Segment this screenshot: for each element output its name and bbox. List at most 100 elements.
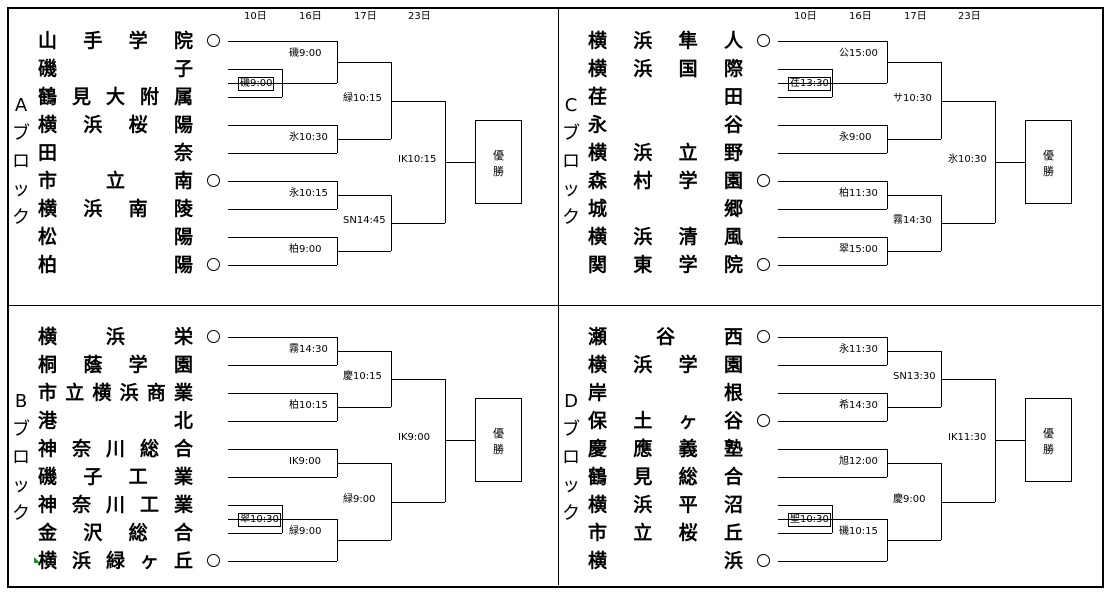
match-label: 聖10:30: [788, 513, 831, 527]
bracket-line: [228, 153, 337, 154]
date-header: 16日: [849, 11, 872, 22]
winner-label-char: 勝: [493, 443, 504, 457]
team-name-char: 西: [724, 326, 744, 348]
team-name: 神奈川総合: [38, 438, 198, 460]
team-name-char: 学: [678, 170, 698, 192]
match-label: 緑9:00: [343, 493, 376, 505]
team-name: 関東学院: [588, 254, 748, 276]
bracket-line: [337, 195, 391, 196]
winner-label-char: 勝: [1043, 443, 1054, 457]
block-title-char: ッ: [562, 179, 580, 200]
block-title-char: ロ: [562, 151, 580, 172]
winner-box: 優勝: [475, 119, 522, 204]
team-name-char: 市: [588, 522, 608, 544]
team-name-char: 田: [38, 142, 58, 164]
winner-box: 優勝: [1025, 398, 1072, 483]
team-name: 横浜平沼: [588, 494, 748, 516]
block-title-char: ッ: [12, 179, 30, 200]
bracket-line: [778, 449, 887, 450]
team-name-char: 横: [588, 226, 608, 248]
bracket-line: [995, 440, 1025, 442]
team-name-char: 横: [588, 142, 608, 164]
bracket-line: [391, 100, 445, 102]
team-name-char: 桜: [678, 522, 698, 544]
bracket-line: [228, 477, 337, 478]
team-name-char: 磯: [38, 466, 58, 488]
team-name-char: 陽: [174, 114, 194, 136]
team-name-char: 陽: [174, 254, 194, 276]
match-label: 磯9:00: [238, 77, 275, 91]
team-name-char: 保: [588, 410, 608, 432]
bracket-line: [941, 100, 995, 102]
bracket-line: [337, 463, 391, 464]
bracket-line: [778, 477, 887, 478]
winner-label-char: 優: [493, 148, 504, 162]
outer-frame: [7, 7, 1104, 588]
team-name-char: 浜: [633, 58, 653, 80]
bracket-line: [228, 365, 337, 366]
block-title-char: ク: [12, 503, 30, 524]
bracket-line: [778, 209, 887, 210]
match-label: 霧14:30: [893, 215, 932, 226]
team-name-char: 柏: [38, 254, 58, 276]
team-name-char: 立: [106, 170, 126, 192]
bracket-line: [337, 251, 391, 252]
bracket-line: [778, 421, 887, 422]
team-name: 横浜隼人: [588, 30, 748, 52]
bracket-line: [337, 540, 391, 541]
bracket-line: [778, 153, 887, 154]
team-name-char: 国: [678, 58, 698, 80]
bracket-line: [228, 337, 337, 338]
block-title-char: ブ: [562, 123, 580, 144]
team-name-char: 谷: [724, 410, 744, 432]
match-label: サ10:30: [893, 92, 932, 104]
team-name-char: 横: [588, 354, 608, 376]
match-label: 氷10:30: [289, 132, 328, 143]
match-label: 磯10:15: [839, 526, 878, 537]
seed-circle: [207, 34, 220, 47]
team-name-char: 神: [38, 438, 58, 460]
team-name-char: 園: [174, 354, 194, 376]
team-name-char: 奈: [72, 438, 92, 460]
final-label: IK10:15: [398, 153, 437, 165]
bracket-line: [778, 561, 887, 562]
team-name-char: 蔭: [83, 354, 103, 376]
date-header: 10日: [244, 11, 267, 22]
block-title-char: ロ: [562, 447, 580, 468]
bracket-line: [228, 83, 337, 84]
team-name-char: 川: [106, 494, 126, 516]
team-name: 横浜清風: [588, 226, 748, 248]
bracket-line: [228, 181, 337, 182]
bracket-line: [778, 237, 887, 238]
team-name-char: 沼: [724, 494, 744, 516]
bracket-line: [391, 379, 445, 380]
seed-circle: [757, 174, 770, 187]
bracket-line: [778, 337, 887, 338]
team-name: 横浜学園: [588, 354, 748, 376]
team-name-char: 関: [588, 254, 608, 276]
team-name-char: 鶴: [588, 466, 608, 488]
team-name-char: 川: [106, 438, 126, 460]
block-title-char: ク: [12, 207, 30, 228]
team-name-char: 奈: [174, 142, 194, 164]
match-label: 磯9:00: [289, 48, 322, 59]
bracket-line: [228, 209, 337, 210]
team-name-char: 浜: [633, 30, 653, 52]
team-name-char: 横: [588, 58, 608, 80]
team-name: 岸根: [588, 382, 748, 404]
team-name-char: 総: [678, 466, 698, 488]
bracket-line: [391, 501, 445, 503]
block-title-char: ッ: [12, 475, 30, 496]
bracket-line: [778, 41, 887, 42]
team-line: [228, 97, 282, 98]
bracket-line: [228, 519, 337, 520]
team-name-char: 人: [724, 30, 744, 52]
block-title-char: D: [564, 391, 578, 412]
team-name-char: 谷: [724, 114, 744, 136]
seed-circle: [757, 414, 770, 427]
team-name-char: 桐: [38, 354, 58, 376]
team-name-char: 横: [38, 198, 58, 220]
team-name: 柏陽: [38, 254, 198, 276]
team-name-char: 院: [174, 30, 194, 52]
winner-label-char: 勝: [493, 164, 504, 178]
